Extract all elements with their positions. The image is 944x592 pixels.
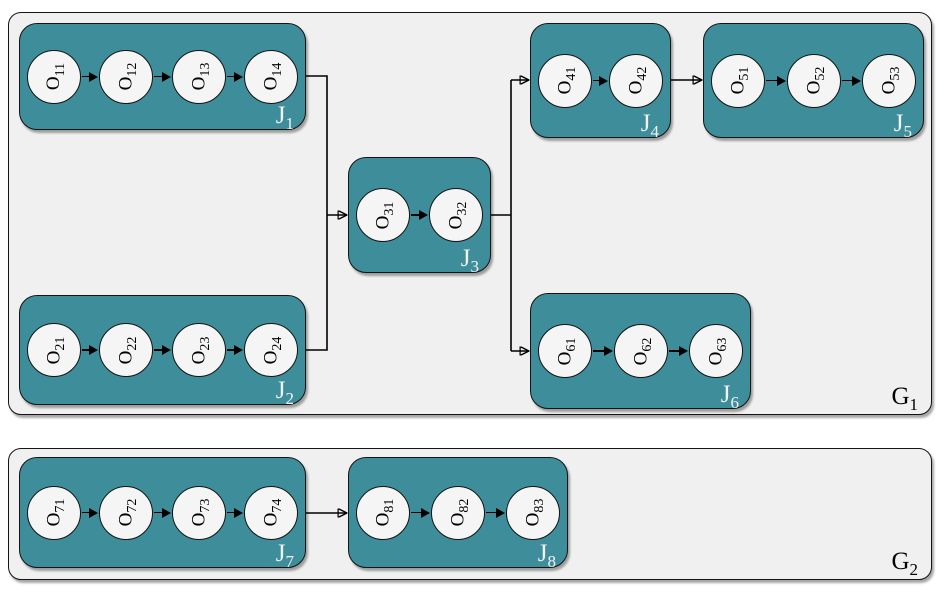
op-node-o41: O41 — [538, 53, 592, 108]
arrow-icon — [154, 71, 171, 82]
job-label-j2: J2 — [275, 377, 294, 408]
op-node-o82: O82 — [431, 485, 485, 540]
job-box-j2: O21 O22 O23 O24 J2 — [19, 295, 306, 408]
op-label-o82: O82 — [447, 498, 473, 527]
op-node-o74: O74 — [243, 485, 298, 540]
op-label-o53: O53 — [878, 66, 904, 95]
arrow-icon — [226, 71, 244, 82]
op-node-o51: O51 — [711, 53, 765, 108]
arrow-icon — [486, 507, 505, 518]
arrow-icon — [593, 346, 613, 357]
op-label-o73: O73 — [188, 498, 213, 527]
job-label-j8: J8 — [537, 540, 556, 571]
job-label-j7: J7 — [275, 540, 294, 571]
op-label-o72: O72 — [115, 498, 141, 527]
group-label-g1: G1 — [891, 383, 918, 414]
op-label-o32: O32 — [445, 201, 471, 229]
op-node-o12: O12 — [99, 49, 154, 104]
op-label-o41: O41 — [554, 66, 580, 95]
op-label-o14: O14 — [260, 62, 286, 91]
op-label-o83: O83 — [522, 498, 548, 527]
op-label-o22: O22 — [115, 336, 141, 364]
op-label-o62: O62 — [629, 337, 655, 365]
op-label-o51: O51 — [727, 66, 753, 95]
op-node-o83: O83 — [506, 485, 560, 540]
job-label-j1: J1 — [275, 102, 294, 133]
arrow-icon — [82, 71, 99, 82]
arrow-icon — [226, 345, 244, 356]
job-box-j4: O41 O42 J4 — [530, 23, 671, 141]
op-node-o32: O32 — [429, 188, 483, 242]
op-node-o24: O24 — [243, 323, 298, 377]
arrow-icon — [82, 345, 99, 356]
arrow-icon — [154, 507, 171, 518]
group-box-g2: O71 O72 O73 O74 J7 O81 O82 O83 J8 G2 — [8, 448, 932, 580]
job-label-j3: J3 — [460, 245, 479, 276]
op-node-o13: O13 — [171, 49, 226, 104]
arrow-icon — [841, 75, 862, 86]
arrow-icon — [82, 507, 99, 518]
job-box-j8: O81 O82 O83 J8 — [348, 457, 568, 571]
op-node-o21: O21 — [27, 323, 81, 377]
op-label-o74: O74 — [260, 498, 286, 527]
op-node-o14: O14 — [243, 49, 298, 104]
op-label-o81: O81 — [372, 498, 398, 527]
op-label-o23: O23 — [188, 336, 213, 364]
op-node-o42: O42 — [609, 53, 663, 108]
op-label-o42: O42 — [625, 66, 651, 95]
op-node-o63: O63 — [689, 324, 743, 378]
op-label-o11: O11 — [43, 62, 69, 91]
arrow-icon — [593, 75, 608, 86]
op-label-o63: O63 — [705, 337, 731, 365]
op-node-o72: O72 — [99, 485, 154, 540]
job-box-j6: O61 O62 O63 J6 — [530, 293, 751, 412]
op-node-o62: O62 — [613, 324, 668, 378]
edge-j1-j2-merge — [306, 75, 328, 351]
op-node-o53: O53 — [862, 53, 916, 108]
op-node-o71: O71 — [27, 485, 81, 540]
op-node-o81: O81 — [356, 485, 410, 540]
op-label-o71: O71 — [43, 498, 69, 527]
arrow-icon — [668, 346, 689, 357]
job-box-j1: O11 O12 O13 O14 J1 — [19, 23, 306, 133]
job-box-j3: O31 O32 J3 — [348, 157, 491, 276]
op-node-o31: O31 — [356, 188, 410, 242]
op-node-o73: O73 — [171, 485, 226, 540]
op-node-o11: O11 — [27, 49, 81, 104]
op-label-o12: O12 — [115, 62, 141, 91]
op-label-o31: O31 — [372, 201, 398, 229]
group-box-g1: O11 O12 O13 O14 J1 O21 O22 O23 O24 J2 O3… — [8, 12, 932, 415]
arrow-icon — [154, 345, 171, 356]
job-box-j7: O71 O72 O73 O74 J7 — [19, 457, 306, 571]
op-label-o13: O13 — [188, 62, 213, 91]
arrow-icon — [411, 507, 430, 518]
group-label-g2: G2 — [891, 548, 918, 579]
op-label-o52: O52 — [802, 66, 828, 95]
op-label-o21: O21 — [43, 336, 69, 364]
op-node-o22: O22 — [99, 323, 154, 377]
job-label-j5: J5 — [893, 110, 912, 141]
op-node-o52: O52 — [786, 53, 841, 108]
job-box-j5: O51 O52 O53 J5 — [703, 23, 924, 141]
arrow-icon — [226, 507, 244, 518]
arrow-icon — [411, 210, 428, 221]
op-node-o61: O61 — [538, 324, 592, 378]
job-label-j4: J4 — [640, 110, 659, 141]
op-label-o61: O61 — [554, 337, 580, 365]
arrow-icon — [766, 75, 786, 86]
op-node-o23: O23 — [171, 323, 226, 377]
op-label-o24: O24 — [260, 336, 286, 364]
job-label-j6: J6 — [720, 381, 739, 412]
